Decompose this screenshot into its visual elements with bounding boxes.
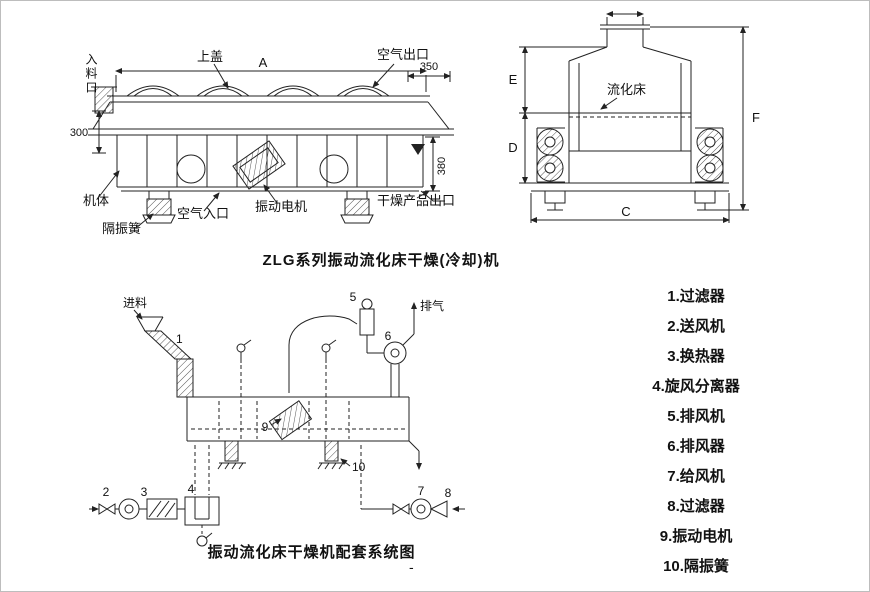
legend-item: 7.给风机	[667, 468, 725, 485]
spring-10-symbol	[317, 440, 346, 470]
right-spring-stack	[695, 127, 724, 183]
dimension-350	[407, 71, 451, 82]
legend-item: 2.送风机	[667, 318, 725, 335]
air-outlet-label: 空气出口	[377, 47, 429, 62]
feed-downcomer	[176, 358, 194, 398]
legend-item: 3.换热器	[667, 348, 725, 365]
legend-item: 8.过滤器	[667, 498, 725, 515]
filter-8-symbol	[429, 500, 465, 518]
base-frame	[531, 182, 729, 211]
legend-item: 4.旋风分离器	[652, 378, 740, 395]
end-view-drawing: 流化床	[508, 11, 760, 223]
chimney	[568, 24, 692, 62]
bed-nozzle-right	[321, 339, 337, 439]
feed-inlet-label: 入料口	[84, 53, 98, 95]
legend: 1.过滤器 2.送风机 3.换热器 4.旋风分离器 5.排风机 6.排风器 7.…	[629, 282, 763, 582]
feed-arrow	[133, 309, 143, 320]
inspection-port-left	[176, 154, 206, 184]
dim-f-label: F	[752, 110, 760, 125]
vibration-motor-leader	[263, 184, 278, 204]
product-outlet-label: 干燥产品出口	[377, 193, 455, 208]
bed-support-left	[217, 440, 246, 470]
legend-item: 1.过滤器	[667, 288, 725, 305]
vibration-motor-symbol	[232, 140, 286, 190]
label-n2: 2	[103, 485, 110, 499]
fan-6	[383, 302, 417, 397]
label-n10: 10	[352, 460, 366, 474]
feed-label: 进料	[123, 296, 147, 310]
footer-dash: -	[409, 559, 414, 575]
flow-diagram-drawing: 进料 1	[89, 290, 465, 547]
level-marker-icon	[411, 144, 425, 155]
label-n8: 8	[445, 486, 452, 500]
vibration-motor-label: 振动电机	[255, 199, 307, 214]
body-leader	[97, 170, 120, 199]
legend-item: 6.排风器	[667, 438, 725, 455]
vessel	[568, 61, 692, 183]
right-leg-spring	[340, 191, 374, 224]
dimension-f	[650, 26, 749, 211]
legend-item: 9.振动电机	[659, 528, 733, 545]
exhaust-fan-5	[359, 298, 384, 354]
product-outlet-leader	[416, 190, 430, 199]
dimension-a	[115, 68, 427, 92]
air-distributor-4	[184, 445, 220, 547]
label-n5: 5	[350, 290, 357, 304]
top-cover-leader	[213, 63, 229, 89]
label-n3: 3	[141, 485, 148, 499]
side-view-drawing: A 上盖 空气出口 350	[70, 47, 455, 236]
valve-7	[392, 503, 411, 515]
bottom-caption: 振动流化床干燥机配套系统图	[207, 544, 416, 561]
label-n7: 7	[418, 484, 425, 498]
fan-2	[118, 498, 147, 520]
dim-350-label: 350	[420, 61, 438, 73]
top-caption: ZLG系列振动流化床干燥(冷却)机	[262, 252, 500, 269]
label-n6: 6	[385, 329, 392, 343]
dimension-c	[530, 193, 730, 223]
feed-hopper	[136, 316, 193, 360]
air-outlet-leader	[372, 63, 395, 88]
isolation-spring-leader	[135, 213, 154, 229]
dim-d-label: D	[508, 140, 517, 155]
isolation-spring-label: 隔振簧	[102, 221, 141, 236]
air-inlet-label: 空气入口	[177, 206, 229, 221]
lid-domes	[126, 85, 390, 97]
legend-item: 5.排风机	[667, 408, 725, 425]
left-spring-stack	[536, 127, 565, 183]
dim-380-label: 380	[436, 157, 448, 175]
chimney-dimension	[606, 11, 644, 25]
top-cover-label: 上盖	[197, 49, 223, 64]
exhaust-label: 排气	[420, 298, 444, 313]
overhead-pipe	[288, 315, 358, 393]
fan-7	[410, 498, 432, 520]
feed-inlet-box	[91, 86, 117, 114]
dim-300-label: 300	[70, 127, 88, 139]
bed-outlet	[408, 440, 422, 470]
body-label: 机体	[83, 193, 109, 208]
fluidized-bed-leader	[600, 97, 618, 110]
dimension-300	[92, 110, 106, 154]
machine-body	[88, 95, 454, 192]
dim-e-label: E	[509, 72, 518, 87]
n9-leader	[270, 418, 282, 426]
air-inlet-leader	[203, 192, 220, 212]
label-n9: 9	[262, 420, 269, 434]
dim-a-label: A	[259, 55, 268, 70]
legend-item: 10.隔振簧	[663, 558, 729, 575]
label-n1: 1	[176, 332, 183, 346]
inspection-port-right	[319, 154, 349, 184]
fluidized-bed-label: 流化床	[607, 82, 646, 97]
heat-exchanger-3	[146, 498, 185, 520]
bed-nozzle-left	[236, 339, 252, 439]
label-n4: 4	[188, 482, 195, 496]
motor-9-symbol	[268, 400, 313, 441]
dimension-e-d	[519, 46, 607, 184]
dim-c-label: C	[621, 204, 630, 219]
n10-leader	[340, 458, 351, 467]
bed-vessel	[186, 396, 410, 442]
intake-valve	[98, 503, 119, 515]
